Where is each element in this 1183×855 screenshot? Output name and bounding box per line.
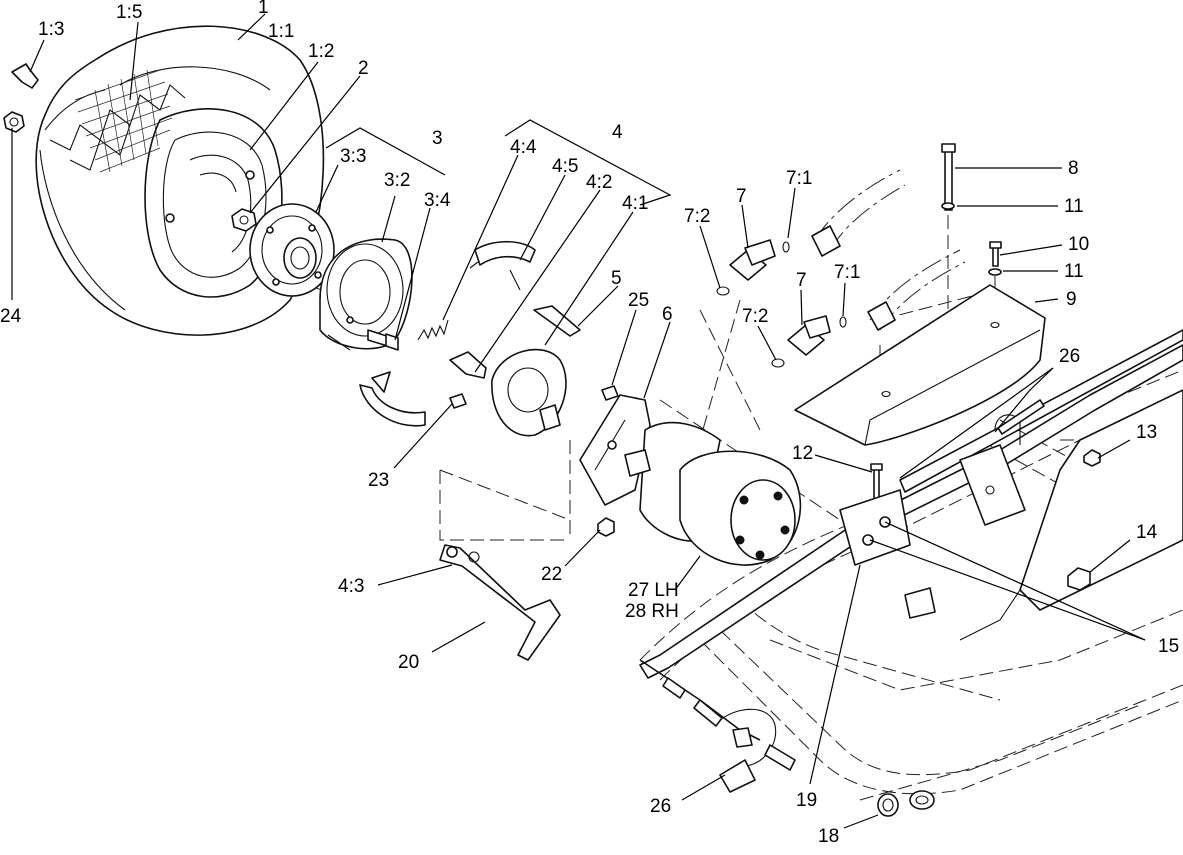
label-9: 9 xyxy=(1066,289,1077,310)
label-27-lh: 27 LH xyxy=(628,580,679,601)
leader-lines xyxy=(11,13,1146,829)
label-12: 12 xyxy=(792,443,813,464)
label-1: 1 xyxy=(258,0,269,18)
wheel-motor xyxy=(624,421,802,566)
frame-tubes xyxy=(639,329,1183,679)
label-19: 19 xyxy=(796,790,817,811)
label-4-1: 4:1 xyxy=(622,193,648,214)
label-4-3: 4:3 xyxy=(338,576,364,597)
wheel-hub xyxy=(249,203,335,297)
hydraulic-fitting-lower xyxy=(787,315,831,356)
label-24: 24 xyxy=(0,306,22,327)
label-13: 13 xyxy=(1136,422,1157,443)
label-3-3: 3:3 xyxy=(340,146,366,167)
brake-cam xyxy=(449,351,487,379)
label-18: 18 xyxy=(818,826,839,847)
screw xyxy=(449,393,467,409)
short-bolt xyxy=(989,241,1002,267)
o-rings xyxy=(716,241,847,368)
label-3-2: 3:2 xyxy=(384,170,410,191)
hydraulic-fitting-upper xyxy=(729,239,776,281)
hitch-pin xyxy=(994,399,1045,445)
tread-hatch xyxy=(74,69,173,173)
label-7-2-upper: 7:2 xyxy=(684,206,710,227)
bushing xyxy=(877,790,935,817)
label-8: 8 xyxy=(1068,158,1079,179)
label-25: 25 xyxy=(628,290,649,311)
long-bolt xyxy=(941,143,956,211)
motor-bracket xyxy=(839,444,1026,619)
label-2: 2 xyxy=(358,58,369,79)
label-23: 23 xyxy=(368,470,389,491)
shaft-key xyxy=(601,385,619,401)
brake-cable xyxy=(639,659,796,771)
washers xyxy=(941,202,1002,276)
hydraulic-hoses xyxy=(811,169,966,331)
nut xyxy=(597,517,615,537)
label-3-4: 3:4 xyxy=(424,190,451,211)
label-7-upper: 7 xyxy=(736,186,747,207)
label-26-upper: 26 xyxy=(1059,346,1080,367)
label-15: 15 xyxy=(1158,636,1179,657)
label-7-1-lower: 7:1 xyxy=(834,262,860,283)
locknut-14 xyxy=(1067,567,1091,591)
brake-rod xyxy=(439,544,561,661)
label-7-lower: 7 xyxy=(796,270,807,291)
label-7-2-lower: 7:2 xyxy=(742,306,768,327)
cable-bracket xyxy=(719,759,756,793)
brake-actuator xyxy=(579,394,651,506)
label-3: 3 xyxy=(432,128,443,149)
label-10: 10 xyxy=(1068,234,1089,255)
label-4-2: 4:2 xyxy=(586,172,612,193)
locknut-13 xyxy=(1083,449,1101,467)
backing-plate xyxy=(491,348,567,437)
label-20: 20 xyxy=(398,652,419,673)
label-4-4: 4:4 xyxy=(510,137,537,158)
label-6: 6 xyxy=(662,304,673,325)
label-4: 4 xyxy=(612,122,623,143)
lug-nut xyxy=(3,111,25,133)
brake-shoe-lower xyxy=(359,371,426,427)
label-11-upper: 11 xyxy=(1064,196,1084,217)
label-1-1: 1:1 xyxy=(268,21,294,42)
motor-shield xyxy=(794,284,1046,446)
brake-spring xyxy=(417,319,449,341)
mounting-bolt xyxy=(533,305,581,337)
label-1-2: 1:2 xyxy=(308,41,334,62)
label-22: 22 xyxy=(541,564,562,585)
label-1-5: 1:5 xyxy=(116,2,142,23)
brake-shoe-upper xyxy=(469,240,536,291)
label-14: 14 xyxy=(1136,522,1158,543)
label-7-1-upper: 7:1 xyxy=(786,168,812,189)
wheel-stud xyxy=(367,329,399,351)
label-28-rh: 28 RH xyxy=(625,601,679,622)
label-4-5: 4:5 xyxy=(552,156,578,177)
label-1-3: 1:3 xyxy=(38,19,64,40)
label-11-lower: 11 xyxy=(1064,261,1084,282)
valve-stem xyxy=(11,63,39,89)
label-5: 5 xyxy=(611,268,622,289)
label-26-lower: 26 xyxy=(650,796,671,817)
wheel-nut xyxy=(231,208,257,232)
